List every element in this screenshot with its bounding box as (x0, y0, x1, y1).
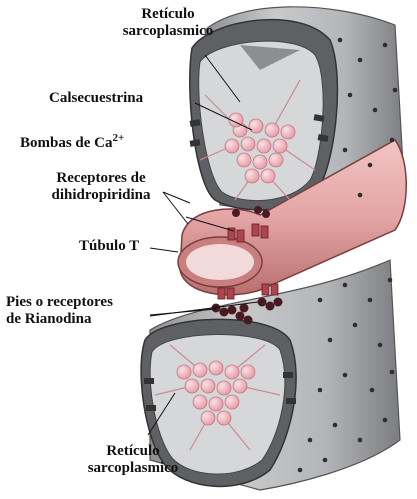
label-bombas-ca: Bombas de Ca2+ (20, 130, 124, 152)
calsequestrin-molecule (225, 139, 239, 153)
calsequestrin-molecule (261, 169, 275, 183)
label-reticulo-bottom-line2: sarcoplasmico (73, 460, 193, 477)
membrane-pore (323, 458, 328, 463)
membrane-pore (358, 438, 363, 443)
label-calsecuestrina: Calsecuestrina (49, 90, 143, 107)
label-reticulo-top: Retículo sarcoplasmico (103, 6, 233, 40)
membrane-pore (318, 298, 323, 303)
calsequestrin-molecule (217, 381, 231, 395)
membrane-pore (368, 163, 373, 168)
calsequestrin-molecule (193, 363, 207, 377)
label-tubulo-t: Túbulo T (79, 238, 139, 255)
calsequestrin-molecule (217, 411, 231, 425)
calsequestrin-molecule (265, 123, 279, 137)
calsequestrin-molecule (249, 119, 263, 133)
membrane-pore (328, 338, 333, 343)
membrane-pore (390, 370, 395, 375)
label-bombas-base: Bombas de Ca (20, 135, 113, 151)
label-receptores-dhp: Receptores de dihidropiridina (36, 170, 166, 204)
membrane-pore (318, 388, 323, 393)
label-reticulo-top-line2: sarcoplasmico (103, 23, 233, 40)
membrane-pore (390, 138, 395, 143)
membrane-pore (358, 193, 363, 198)
label-pies-line1: Pies o receptores (6, 294, 113, 311)
calsequestrin-molecule (225, 395, 239, 409)
membrane-pore (333, 423, 338, 428)
membrane-pore (393, 88, 398, 93)
calsequestrin-molecule (201, 379, 215, 393)
calsequestrin-molecule (257, 139, 271, 153)
label-pies-receptores: Pies o receptores de Rianodina (6, 294, 113, 328)
membrane-pore (338, 38, 343, 43)
calsequestrin-molecule (209, 361, 223, 375)
label-reticulo-bottom-line1: Retículo (73, 443, 193, 460)
membrane-pore (383, 43, 388, 48)
label-receptores-dhp-line1: Receptores de (36, 170, 166, 187)
membrane-pore (370, 388, 375, 393)
membrane-pore (348, 93, 353, 98)
membrane-pore (368, 298, 373, 303)
calsequestrin-molecule (273, 139, 287, 153)
calsequestrin-molecule (237, 153, 251, 167)
membrane-pore (343, 148, 348, 153)
calsequestrin-molecule (281, 125, 295, 139)
membrane-pore (343, 283, 348, 288)
label-reticulo-top-line1: Retículo (103, 6, 233, 23)
membrane-pore (388, 278, 393, 283)
calsequestrin-molecule (269, 153, 283, 167)
membrane-pore (308, 438, 313, 443)
label-pies-line2: de Rianodina (6, 311, 113, 328)
calsequestrin-molecule (245, 169, 259, 183)
calsequestrin-molecule (253, 155, 267, 169)
calsequestrin-molecule (193, 395, 207, 409)
label-receptores-dhp-line2: dihidropiridina (36, 187, 166, 204)
calsequestrin-molecule (185, 379, 199, 393)
membrane-pore (383, 418, 388, 423)
calsequestrin-molecule (241, 365, 255, 379)
calsequestrin-molecule (225, 365, 239, 379)
membrane-pore (353, 323, 358, 328)
label-bombas-sup: 2+ (113, 132, 125, 144)
calsequestrin-molecule (233, 379, 247, 393)
membrane-pore (298, 468, 303, 473)
label-reticulo-bottom: Retículo sarcoplasmico (73, 443, 193, 477)
membrane-pore (343, 373, 348, 378)
membrane-pore (358, 58, 363, 63)
calsequestrin-molecule (209, 397, 223, 411)
membrane-pore (378, 343, 383, 348)
calsequestrin-molecule (201, 411, 215, 425)
calsequestrin-molecule (177, 365, 191, 379)
membrane-pore (373, 108, 378, 113)
calsequestrin-molecule (241, 137, 255, 151)
